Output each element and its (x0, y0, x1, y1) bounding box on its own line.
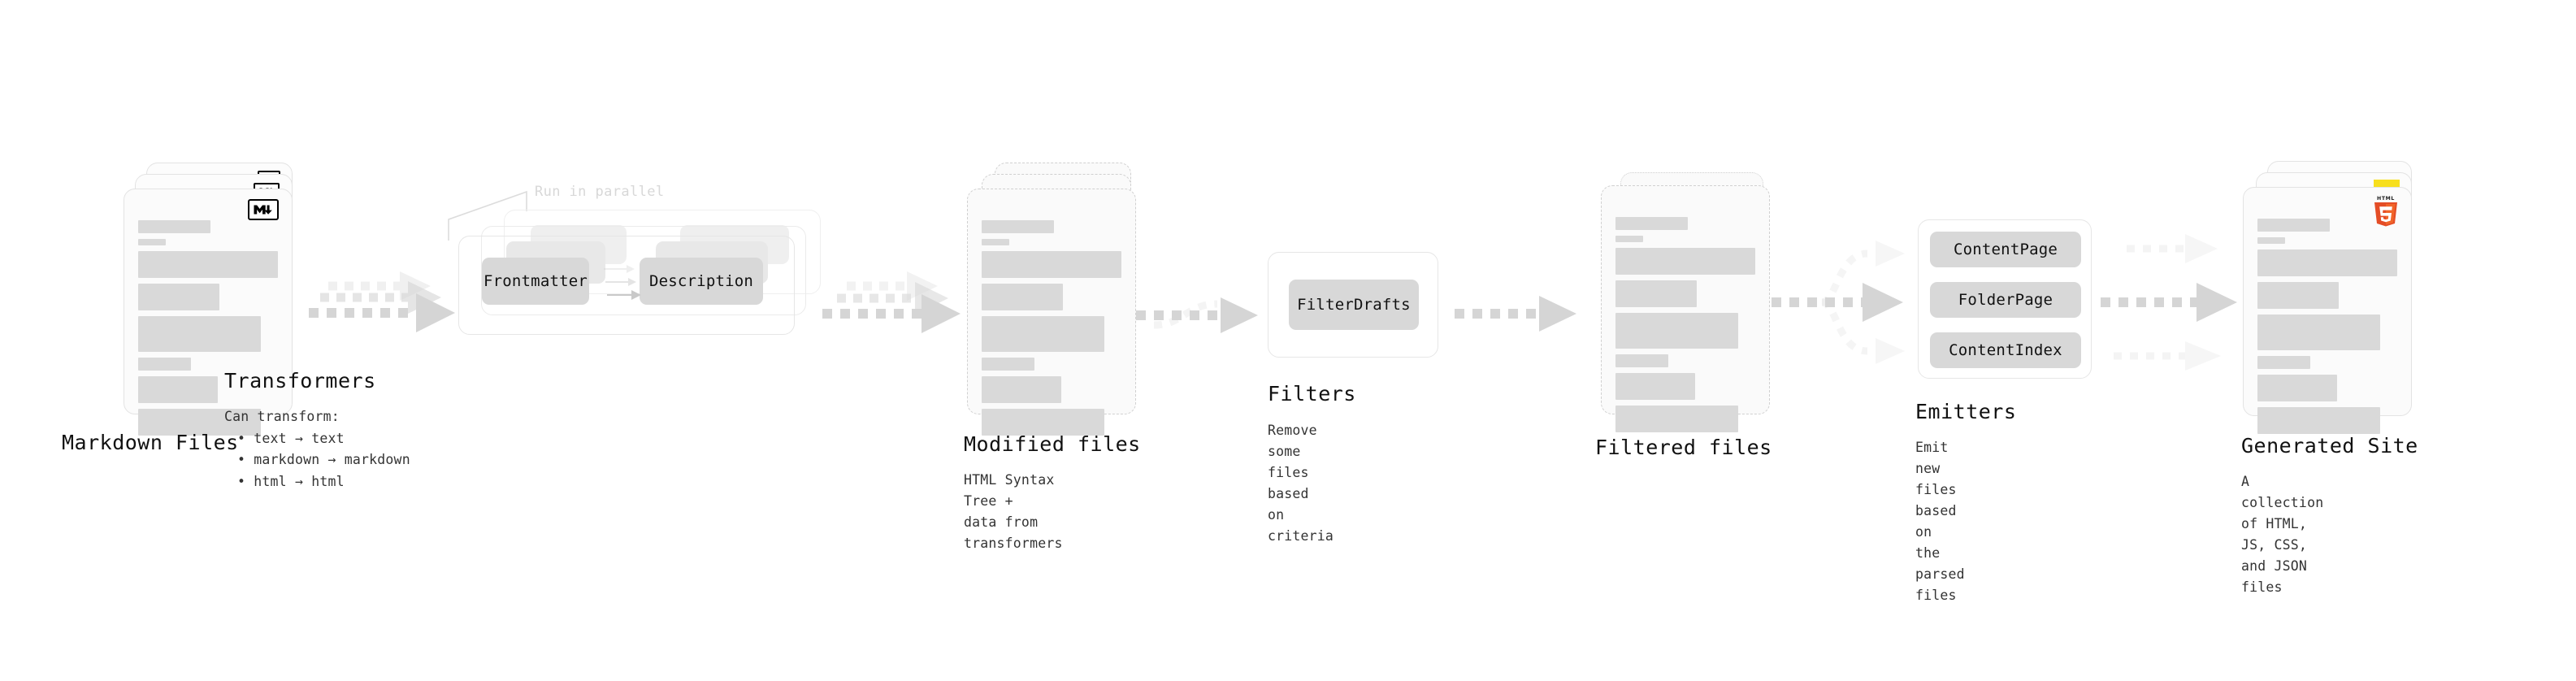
site-file-card: HTML (2243, 187, 2412, 434)
transformers-caption-item: • markdown → markdown (237, 452, 410, 468)
filters-group: FilterDrafts (1268, 252, 1438, 358)
stage-title-filtered-files: Filtered files (1595, 436, 1772, 459)
connector-emitters-to-site (2101, 213, 2271, 395)
connector-md-to-transformers (309, 268, 471, 361)
emitter-item-folderpage[interactable]: FolderPage (1930, 282, 2081, 318)
filter-item-filterdrafts[interactable]: FilterDrafts (1289, 280, 1419, 330)
transformers-caption-heading: Can transform: (224, 409, 340, 424)
emitter-item-contentpage[interactable]: ContentPage (1930, 232, 2081, 267)
file-content-lines (1615, 217, 1755, 432)
transformers-caption: Can transform: • text → text • markdown … (224, 406, 410, 493)
transformer-inner-arrows (604, 265, 641, 300)
stage-title-generated-site: Generated Site (2241, 434, 2418, 458)
run-in-parallel-leader (448, 190, 527, 241)
emitters-group: ContentPage FolderPage ContentIndex (1918, 219, 2092, 379)
file-content-lines (138, 220, 278, 436)
transformers-caption-item: • text → text (237, 430, 345, 446)
connector-transformers-to-modified (822, 268, 977, 361)
file-content-lines (2257, 219, 2397, 434)
transformer-item-description[interactable]: Description (640, 258, 763, 305)
stage-title-emitters: Emitters (1915, 400, 2017, 423)
markdown-file-card (124, 189, 293, 436)
file-content-lines (982, 220, 1121, 436)
stage-subtitle-generated-site: A collection of HTML, JS, CSS, and JSON … (2241, 474, 2324, 596)
stage-subtitle-filters: Remove some files based on criteria (1268, 423, 1334, 544)
transformers-caption-item: • html → html (237, 474, 345, 490)
modified-file-card (967, 189, 1136, 436)
run-in-parallel-note: Run in parallel (535, 184, 665, 200)
transformer-group-front: Frontmatter Description (458, 236, 795, 335)
stage-title-filters: Filters (1268, 382, 1356, 406)
emitter-item-contentindex[interactable]: ContentIndex (1930, 332, 2081, 368)
transformer-item-frontmatter[interactable]: Frontmatter (482, 258, 589, 305)
filtered-file-card (1601, 185, 1770, 432)
stage-title-modified-files: Modified files (964, 432, 1141, 456)
html5-icon: HTML (2372, 194, 2400, 227)
connector-modified-to-filters (1136, 289, 1290, 358)
connector-filters-to-filtered (1455, 283, 1601, 351)
markdown-icon (248, 199, 279, 220)
svg-text:HTML: HTML (2377, 196, 2395, 202)
stage-title-markdown-files: Markdown Files (62, 431, 239, 454)
connector-filtered-to-emitters (1772, 211, 1926, 393)
stage-subtitle-emitters: Emit new files based on the parsed files (1915, 440, 1965, 604)
stage-title-transformers: Transformers (224, 369, 376, 393)
stage-subtitle-modified-files: HTML Syntax Tree + data from transformer… (964, 472, 1063, 552)
